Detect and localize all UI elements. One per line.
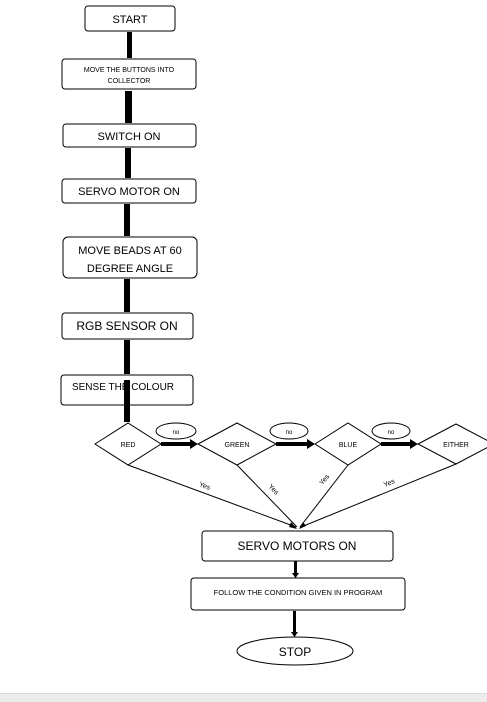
yes-arrowhead-right (299, 522, 306, 529)
connector-move-buttons-to-switch-on (125, 91, 132, 123)
yes-label-3: Yes (318, 473, 331, 487)
yes-arrowhead-left (289, 522, 297, 529)
no-bubble-3 (371, 422, 411, 440)
yes-line-blue (299, 464, 349, 528)
rgb-sensor-on-label: RGB SENSOR ON (76, 319, 177, 333)
rgb-sensor-on-box (61, 312, 194, 340)
yes-line-either (300, 463, 457, 528)
connector-servo-motor-on-to-move-beads (124, 204, 130, 236)
no-bubble-2 (269, 422, 309, 440)
decision-either-label: EITHER (443, 442, 469, 449)
arrowhead-follow-to-stop (291, 632, 298, 637)
move-beads-label-line-1: MOVE BEADS AT 60 (78, 245, 182, 257)
decision-green-label: GREEN (225, 442, 250, 449)
no-connector-green-to-blue (276, 442, 308, 446)
decision-blue-label: BLUE (339, 442, 358, 449)
yes-lines (127, 463, 457, 528)
arrowhead-servo-motors-to-follow (292, 573, 299, 578)
switch-on-label: SWITCH ON (98, 131, 161, 143)
no-label-3: no (388, 430, 395, 436)
yes-line-red (127, 464, 297, 528)
yes-line-green (236, 464, 298, 528)
yes-label-2: Yes (267, 483, 280, 496)
connector-rgb-sensor-on-to-sense-colour (124, 340, 130, 374)
servo-motors-on-box (201, 530, 394, 562)
connector-servo-motors-to-follow (294, 561, 297, 574)
yes-arrowheads (289, 522, 306, 529)
connector-move-beads-to-rgb-sensor-on (124, 279, 130, 312)
sense-colour-connector-overlay (124, 380, 130, 405)
no-connectors (161, 439, 418, 449)
thick-connectors (124, 32, 132, 422)
start-box (84, 5, 176, 32)
stop-label: STOP (279, 645, 311, 659)
yes-label-4: Yes (383, 478, 397, 489)
move-buttons-box (61, 58, 197, 90)
follow-condition-box (190, 577, 406, 611)
servo-motor-on-label: SERVO MOTOR ON (78, 186, 180, 198)
move-buttons-label-line-2: COLLECTOR (108, 78, 151, 85)
yes-label-1: Yes (198, 481, 212, 492)
switch-on-box (62, 123, 197, 148)
move-beads-label-line-2: DEGREE ANGLE (87, 263, 173, 275)
move-beads-box (62, 236, 198, 279)
stop-oval (236, 636, 354, 666)
no-label-1: no (173, 430, 180, 436)
servo-motors-on-label: SERVO MOTORS ON (238, 539, 357, 553)
decision-red-label: RED (121, 442, 136, 449)
no-connector-blue-to-either (381, 442, 411, 446)
follow-condition-label: FOLLOW THE CONDITION GIVEN IN PROGRAM (214, 588, 383, 597)
no-label-2: no (286, 430, 293, 436)
no-arrowhead-blue-to-either (410, 439, 418, 449)
decision-either (416, 423, 487, 465)
no-arrowhead-green-to-blue (307, 439, 315, 449)
connector-follow-to-stop (293, 611, 296, 634)
connector-switch-on-to-servo-motor-on (125, 148, 131, 178)
servo-motor-on-box (61, 178, 197, 204)
start-label: START (112, 14, 147, 26)
sense-colour-label: SENSE THE COLOUR (72, 382, 174, 393)
move-buttons-label-line-1: MOVE THE BUTTONS INTO (84, 67, 175, 74)
no-arrowhead-red-to-green (190, 439, 198, 449)
connector-start-to-move-buttons (127, 32, 132, 58)
no-connector-red-to-green (161, 442, 191, 446)
no-bubble-1 (155, 422, 197, 440)
bottom-bar (0, 693, 487, 702)
